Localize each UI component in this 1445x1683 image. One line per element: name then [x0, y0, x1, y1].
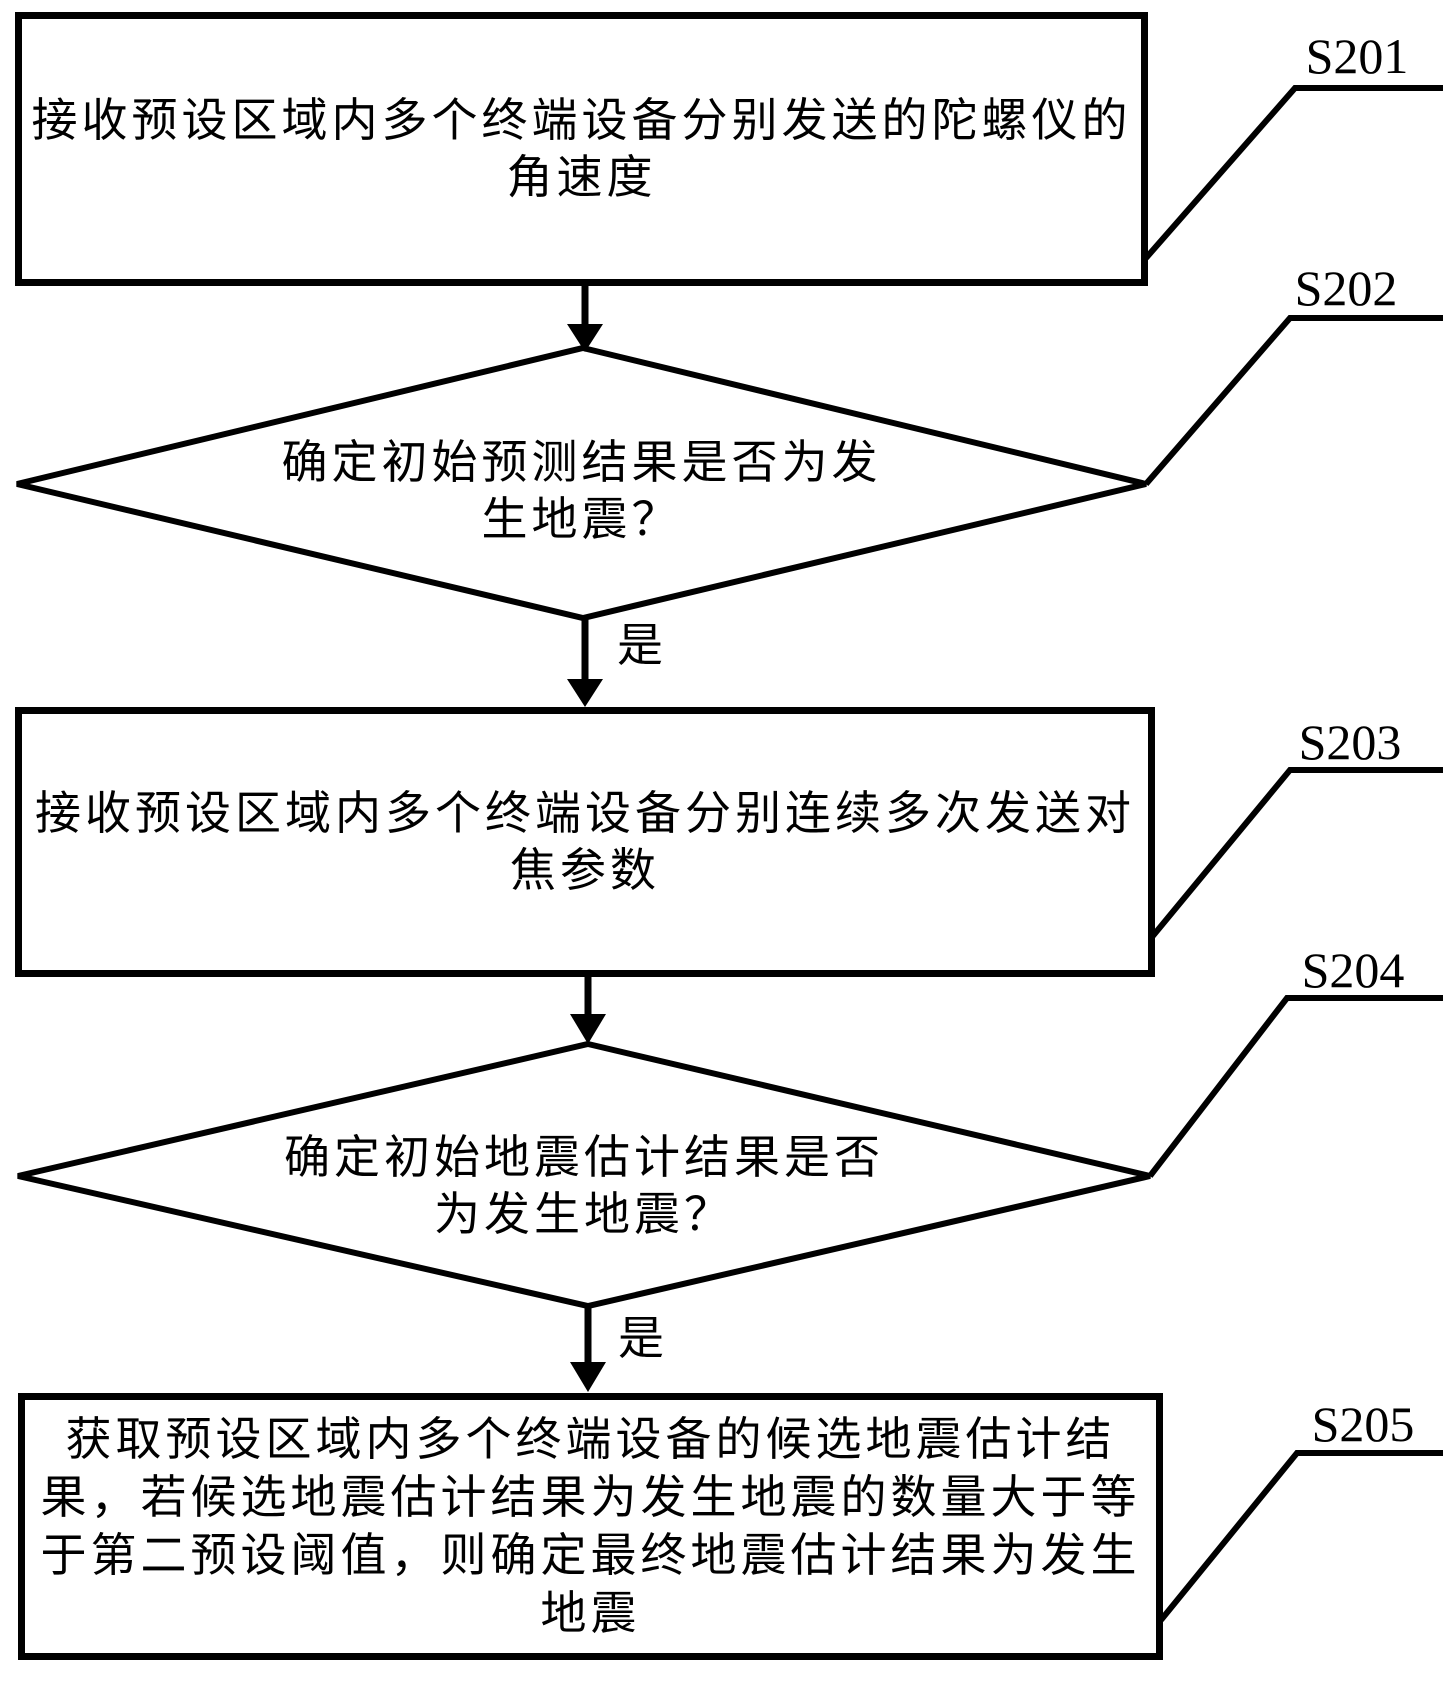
s203-leader-line [1149, 767, 1443, 939]
s203-text-line-1: 接收预设区域内多个终端设备分别连续多次发送对 [35, 788, 1135, 839]
s205-text-line-3: 于第二预设阈值，则确定最终地震估计结果为发生 [40, 1529, 1141, 1581]
s204-text-line-2: 为发生地震？ [434, 1189, 734, 1240]
s203-text-line-2: 焦参数 [510, 845, 660, 896]
s205-process-box [18, 1393, 1163, 1660]
s203-process-box [15, 707, 1155, 977]
s201-step-label: S201 [1305, 28, 1409, 84]
s203-step-label: S203 [1298, 714, 1402, 770]
s205-leader-line [1158, 1450, 1443, 1622]
s202-step-label: S202 [1294, 260, 1398, 316]
s203-text: 接收预设区域内多个终端设备分别连续多次发送对 焦参数 [15, 707, 1155, 977]
s202-leader-line [1143, 315, 1443, 486]
s201-text-line-2: 角速度 [506, 152, 657, 203]
arrow-s202-to-s203 [567, 616, 603, 707]
s204-step-label: S204 [1301, 942, 1405, 998]
s204-leader-line [1147, 995, 1443, 1178]
s205-text-line-4: 地震 [540, 1587, 641, 1639]
s205-text: 获取预设区域内多个终端设备的候选地震估计结 果，若候选地震估计结果为发生地震的数… [18, 1393, 1163, 1660]
arrow-s204-to-s205 [570, 1304, 606, 1392]
s205-step-label: S205 [1311, 1396, 1415, 1452]
arrow-s203-to-s204 [570, 975, 606, 1044]
s204-text: 确定初始地震估计结果是否 为发生地震？ [16, 1056, 1152, 1316]
yes-label-s202: 是 [617, 620, 663, 671]
s202-text: 确定初始预测结果是否为发 生地震？ [15, 360, 1148, 622]
yes-label-s204: 是 [618, 1313, 664, 1364]
s201-process-box [15, 12, 1148, 286]
s202-text-line-2: 生地震？ [481, 494, 682, 545]
s201-text-line-1: 接收预设区域内多个终端设备分别发送的陀螺仪的 [31, 95, 1132, 146]
s205-text-line-2: 果，若候选地震估计结果为发生地震的数量大于等 [40, 1471, 1141, 1523]
s204-text-line-1: 确定初始地震估计结果是否 [284, 1132, 884, 1183]
s201-text: 接收预设区域内多个终端设备分别发送的陀螺仪的 角速度 [15, 12, 1148, 286]
s205-text-line-1: 获取预设区域内多个终端设备的候选地震估计结 [65, 1413, 1116, 1465]
s202-text-line-1: 确定初始预测结果是否为发 [281, 437, 882, 488]
s201-leader-line [1143, 85, 1443, 260]
arrow-s201-to-s202 [567, 286, 603, 352]
